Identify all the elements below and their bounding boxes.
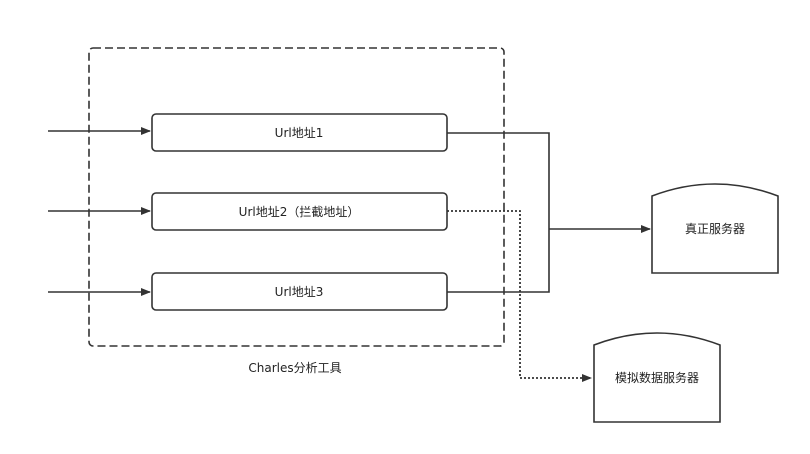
url-box-1-label: Url地址1 xyxy=(275,126,324,140)
url-box-2: Url地址2（拦截地址） xyxy=(151,192,448,231)
connector-url2-to-mock xyxy=(447,210,592,382)
url-box-2-label: Url地址2（拦截地址） xyxy=(239,205,360,219)
connector-url1-to-real xyxy=(447,132,550,293)
url-box-1: Url地址1 xyxy=(151,113,448,152)
url-box-3-label: Url地址3 xyxy=(275,285,324,299)
real-server-label: 真正服务器 xyxy=(685,221,745,236)
mock-server-label: 模拟数据服务器 xyxy=(615,370,699,385)
charles-group-frame xyxy=(88,47,505,347)
real-server: 真正服务器 xyxy=(651,183,779,274)
url-box-3: Url地址3 xyxy=(151,272,448,311)
mock-server: 模拟数据服务器 xyxy=(593,332,721,423)
charles-group-label: Charles分析工具 xyxy=(248,361,341,375)
